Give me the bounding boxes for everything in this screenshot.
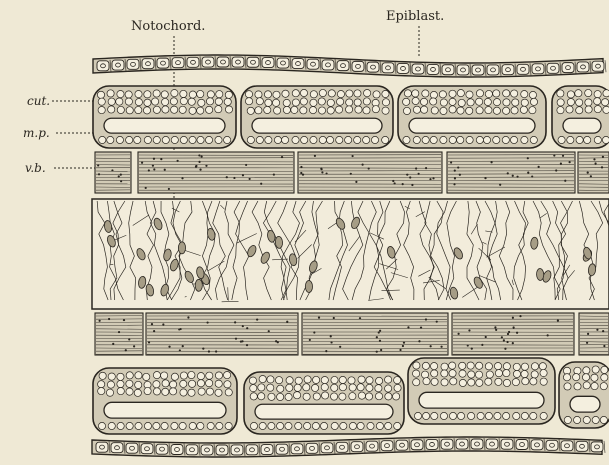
bottom-layer: [92, 437, 605, 457]
somites-upper: [93, 86, 609, 148]
epiblast-layer: [93, 55, 606, 77]
vertebral-band-upper: [95, 152, 609, 193]
notochord-layer: [92, 199, 609, 309]
somites-lower: [93, 358, 609, 434]
vertebral-band-lower: [95, 313, 609, 355]
